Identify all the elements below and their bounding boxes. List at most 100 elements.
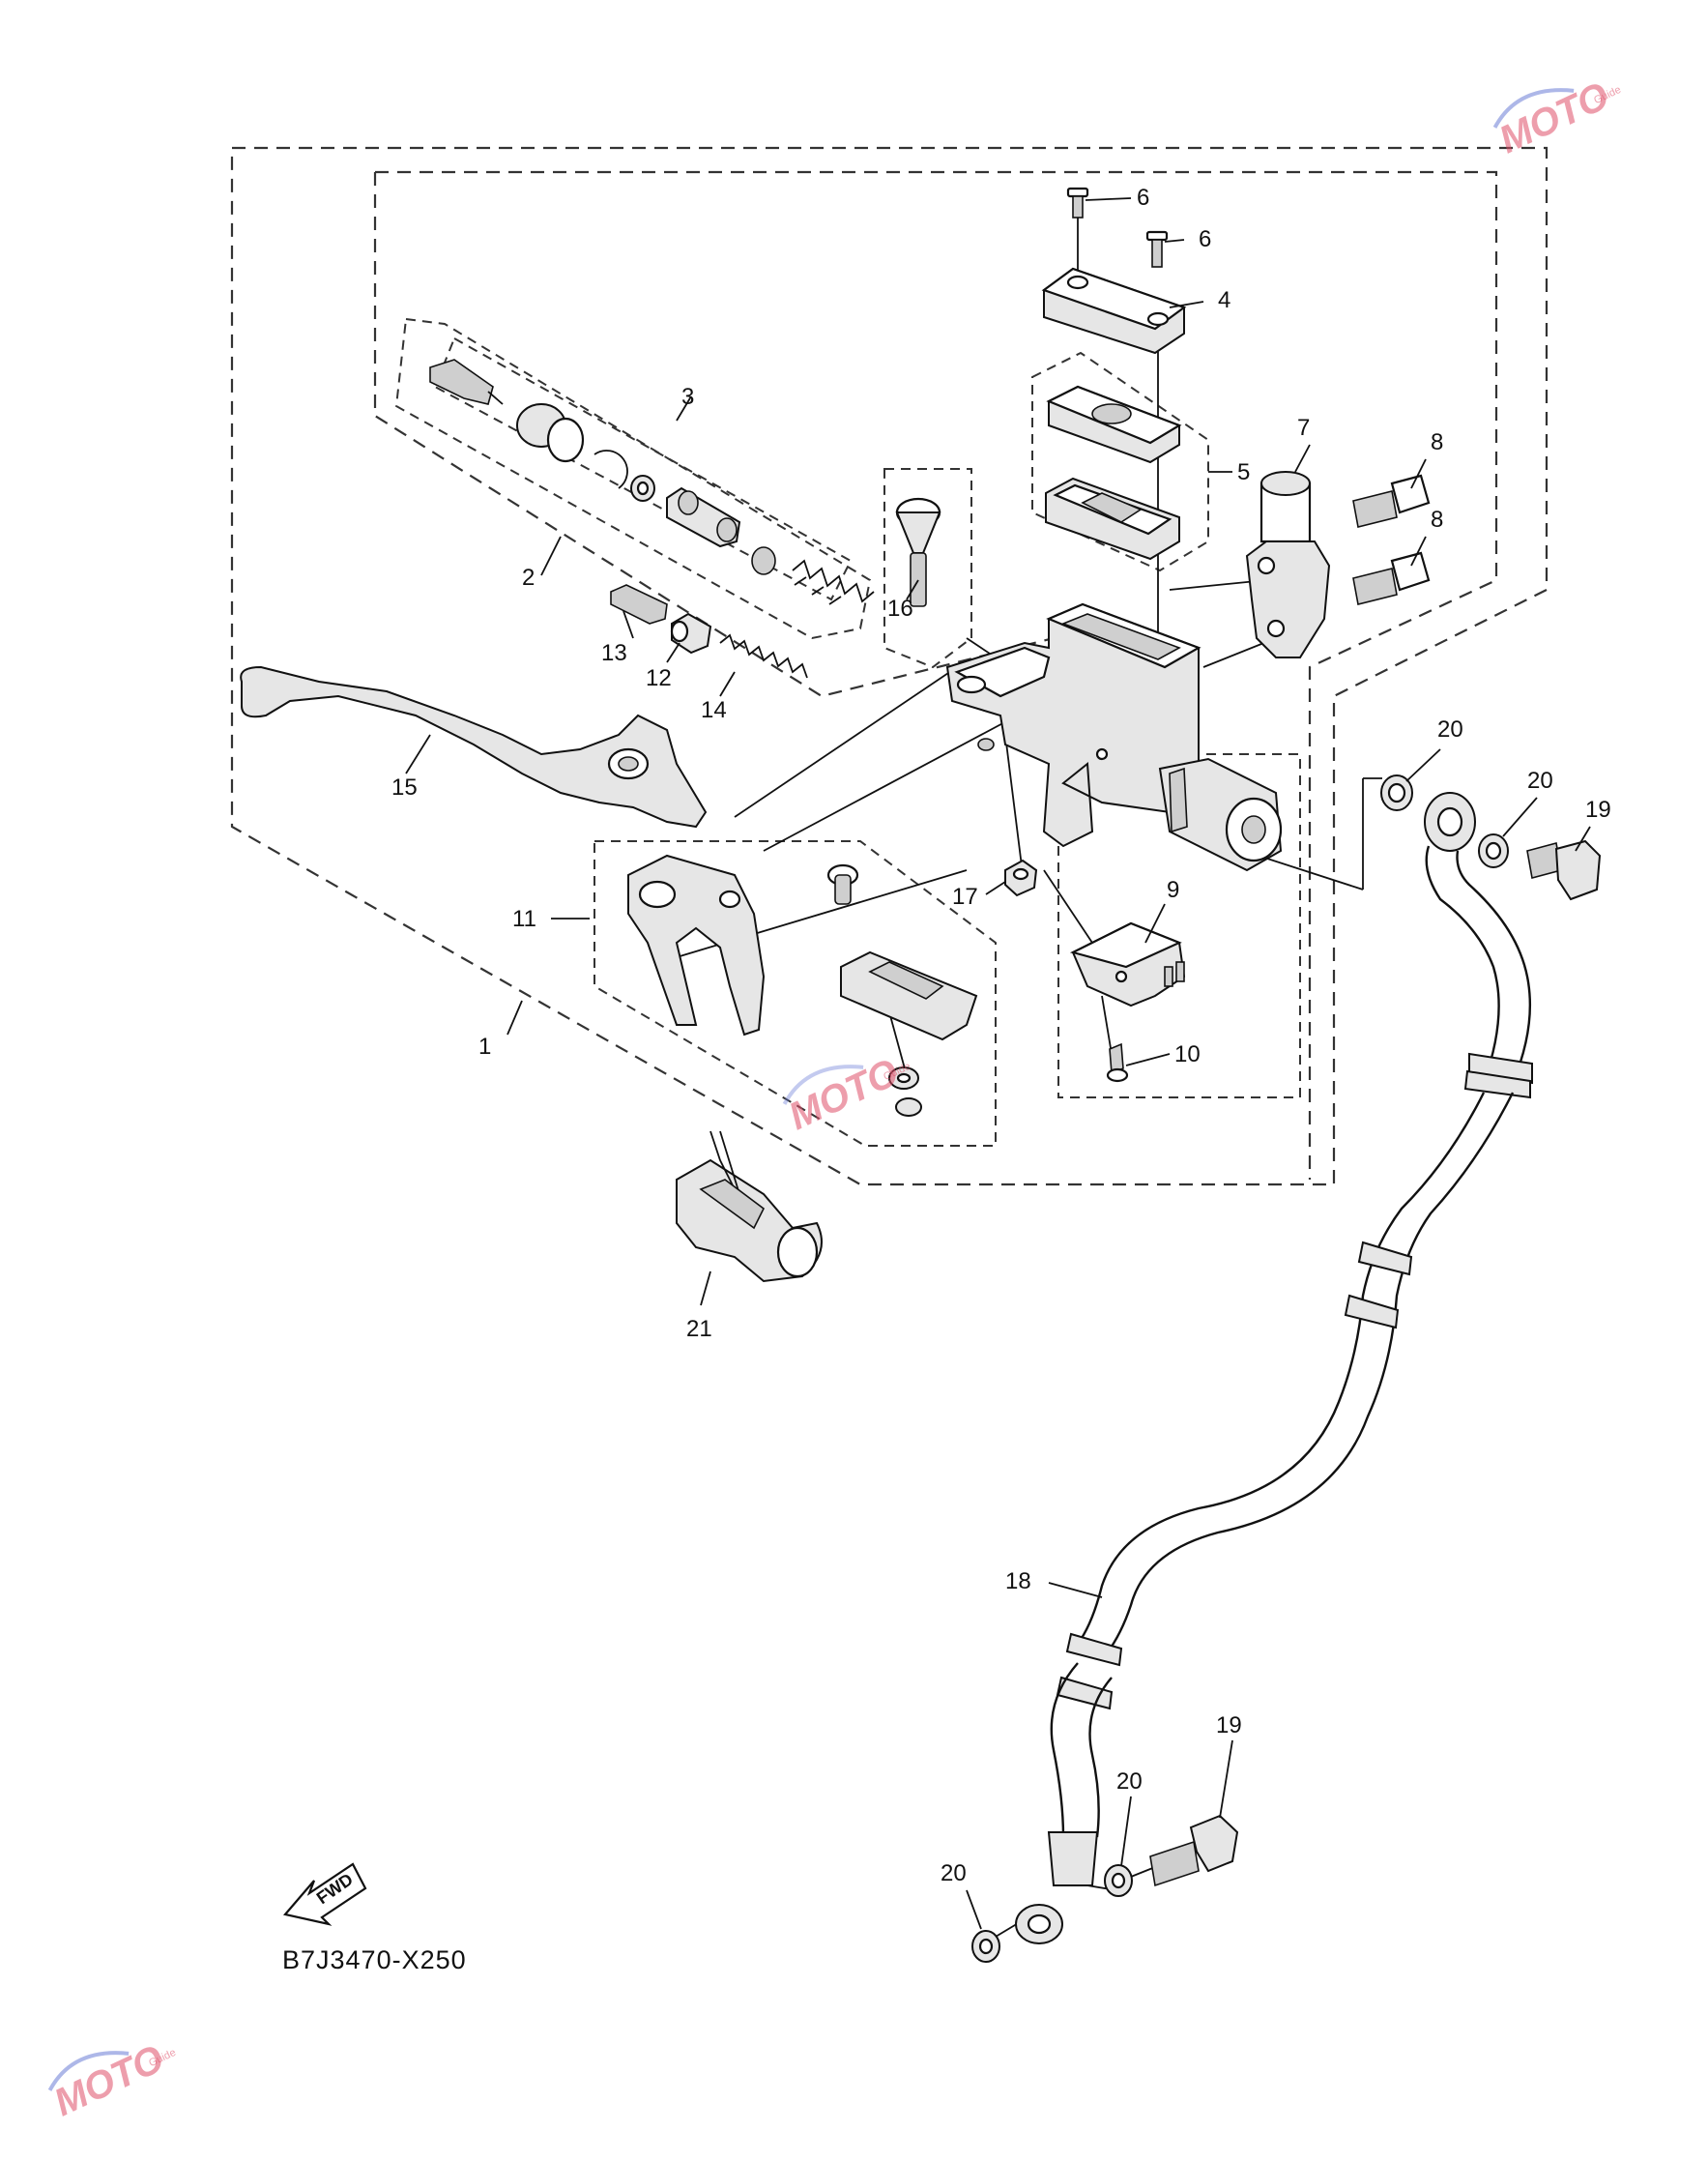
push-rod: [429, 359, 504, 405]
leader-line: [734, 666, 958, 818]
callout-label-6: 6: [1199, 226, 1211, 252]
callout-label-15: 15: [391, 774, 418, 801]
callout-label-5: 5: [1237, 459, 1250, 485]
callout-leader: [1219, 1739, 1233, 1819]
screw-part-6: [1145, 230, 1169, 268]
master-cylinder-outlet: [1158, 757, 1283, 872]
callout-leader: [985, 881, 1006, 895]
callout-label-21: 21: [686, 1316, 712, 1342]
callout-leader: [1410, 536, 1427, 567]
switch-boundary: [1057, 753, 1301, 1098]
watermark-logo: MOTO Guide: [47, 2037, 177, 2124]
bolt-part-8: [1352, 474, 1431, 528]
callout-leader: [719, 671, 736, 697]
diaphragm-plate-part-5: [1046, 385, 1182, 464]
nut-part-17: [1004, 859, 1038, 897]
callout-label-16: 16: [887, 596, 913, 622]
brake-hose-part-18: [1015, 792, 1533, 1944]
reservoir-cap-part-4: [1041, 267, 1187, 355]
union-bolt-part-19: [1526, 839, 1602, 901]
callout-leader: [1048, 1582, 1103, 1598]
brake-lever-part-15: [240, 665, 708, 829]
bracket-plate: [840, 950, 978, 1041]
callout-label-8: 8: [1431, 429, 1443, 455]
callout-label-19: 19: [1216, 1712, 1242, 1738]
callout-label-20: 20: [941, 1860, 967, 1886]
callout-label-11: 11: [512, 906, 536, 932]
brake-switch-part-9: [1069, 921, 1186, 1007]
callout-label-7: 7: [1297, 415, 1310, 441]
bracket-boundary: [593, 840, 997, 1147]
callout-label-1: 1: [478, 1034, 491, 1060]
callout-leader: [1575, 826, 1591, 852]
callout-label-20: 20: [1437, 716, 1463, 743]
bracket-part-11: [627, 854, 766, 1037]
gasket-part-20: [1104, 1864, 1133, 1897]
watermark-logo: MOTO Guide: [782, 1051, 912, 1138]
callout-leader: [405, 734, 431, 774]
watermark-brand: MOTO: [1492, 74, 1615, 161]
screw-part-10: [1106, 1042, 1129, 1083]
piston: [666, 486, 741, 548]
leader-line: [1101, 995, 1113, 1055]
callout-leader: [1410, 458, 1427, 489]
union-bolt-part-19: [1149, 1814, 1239, 1887]
assembly-boundary-outer: [230, 146, 1549, 1186]
cover-part-21: [676, 1130, 823, 1283]
spring-part-14: [719, 633, 808, 679]
gasket-part-20: [1380, 774, 1413, 811]
fwd-arrow-icon: FWD: [282, 1862, 367, 1926]
screw-part-6: [1066, 187, 1089, 219]
cup: [751, 546, 776, 575]
callout-leader: [666, 642, 680, 663]
callout-label-12: 12: [646, 665, 672, 691]
piston-kit-boundary: [394, 317, 872, 640]
callout-label-6: 6: [1137, 185, 1149, 211]
boot: [516, 403, 585, 463]
callout-leader: [507, 1000, 523, 1036]
diaphragm-part-5: [1045, 477, 1180, 561]
callout-leader: [1294, 444, 1311, 473]
collar-part-12: [670, 612, 712, 655]
watermark-brand: MOTO: [47, 2037, 170, 2124]
callout-leader: [1164, 239, 1185, 243]
piston-kit-inner-boundary: [433, 336, 853, 601]
callout-leader: [700, 1270, 711, 1306]
callout-leader: [622, 610, 634, 639]
callout-label-3: 3: [681, 384, 694, 410]
callout-leader: [1120, 1796, 1132, 1867]
callout-label-17: 17: [952, 884, 978, 910]
spring: [792, 559, 875, 605]
pivot-bolt-boundary: [883, 468, 972, 669]
circlip: [593, 450, 628, 489]
callout-label-18: 18: [1005, 1568, 1031, 1594]
callout-label-2: 2: [522, 565, 535, 591]
callout-leader: [1169, 301, 1204, 308]
callout-label-9: 9: [1167, 877, 1179, 903]
callout-leader: [1144, 903, 1166, 944]
master-cylinder-body: [945, 602, 1220, 848]
callout-label-8: 8: [1431, 507, 1443, 533]
bracket-pin: [826, 863, 859, 905]
callout-leader: [966, 1889, 982, 1930]
callout-label-13: 13: [601, 640, 627, 666]
pivot-bolt-part-16: [895, 497, 941, 607]
watermark-brand: MOTO: [782, 1051, 905, 1138]
assembly-boundary-inner-left: [373, 172, 1055, 698]
bolt-part-8: [1352, 551, 1431, 605]
callout-label-20: 20: [1527, 768, 1553, 794]
callout-leader: [1405, 748, 1441, 782]
bracket-washer: [888, 1066, 922, 1117]
callout-leader: [1085, 197, 1132, 201]
adjuster-bolt-part-13: [610, 584, 668, 625]
callout-label-10: 10: [1174, 1041, 1201, 1067]
callout-leader: [540, 536, 562, 576]
watermark-logo: MOTO Guide: [1492, 74, 1622, 161]
callout-label-4: 4: [1218, 287, 1230, 313]
callout-label-20: 20: [1116, 1768, 1143, 1795]
holder-part-7: [1245, 471, 1331, 658]
callout-leader: [1502, 797, 1538, 837]
gasket-part-20: [1478, 833, 1509, 868]
callout-label-14: 14: [701, 697, 727, 723]
